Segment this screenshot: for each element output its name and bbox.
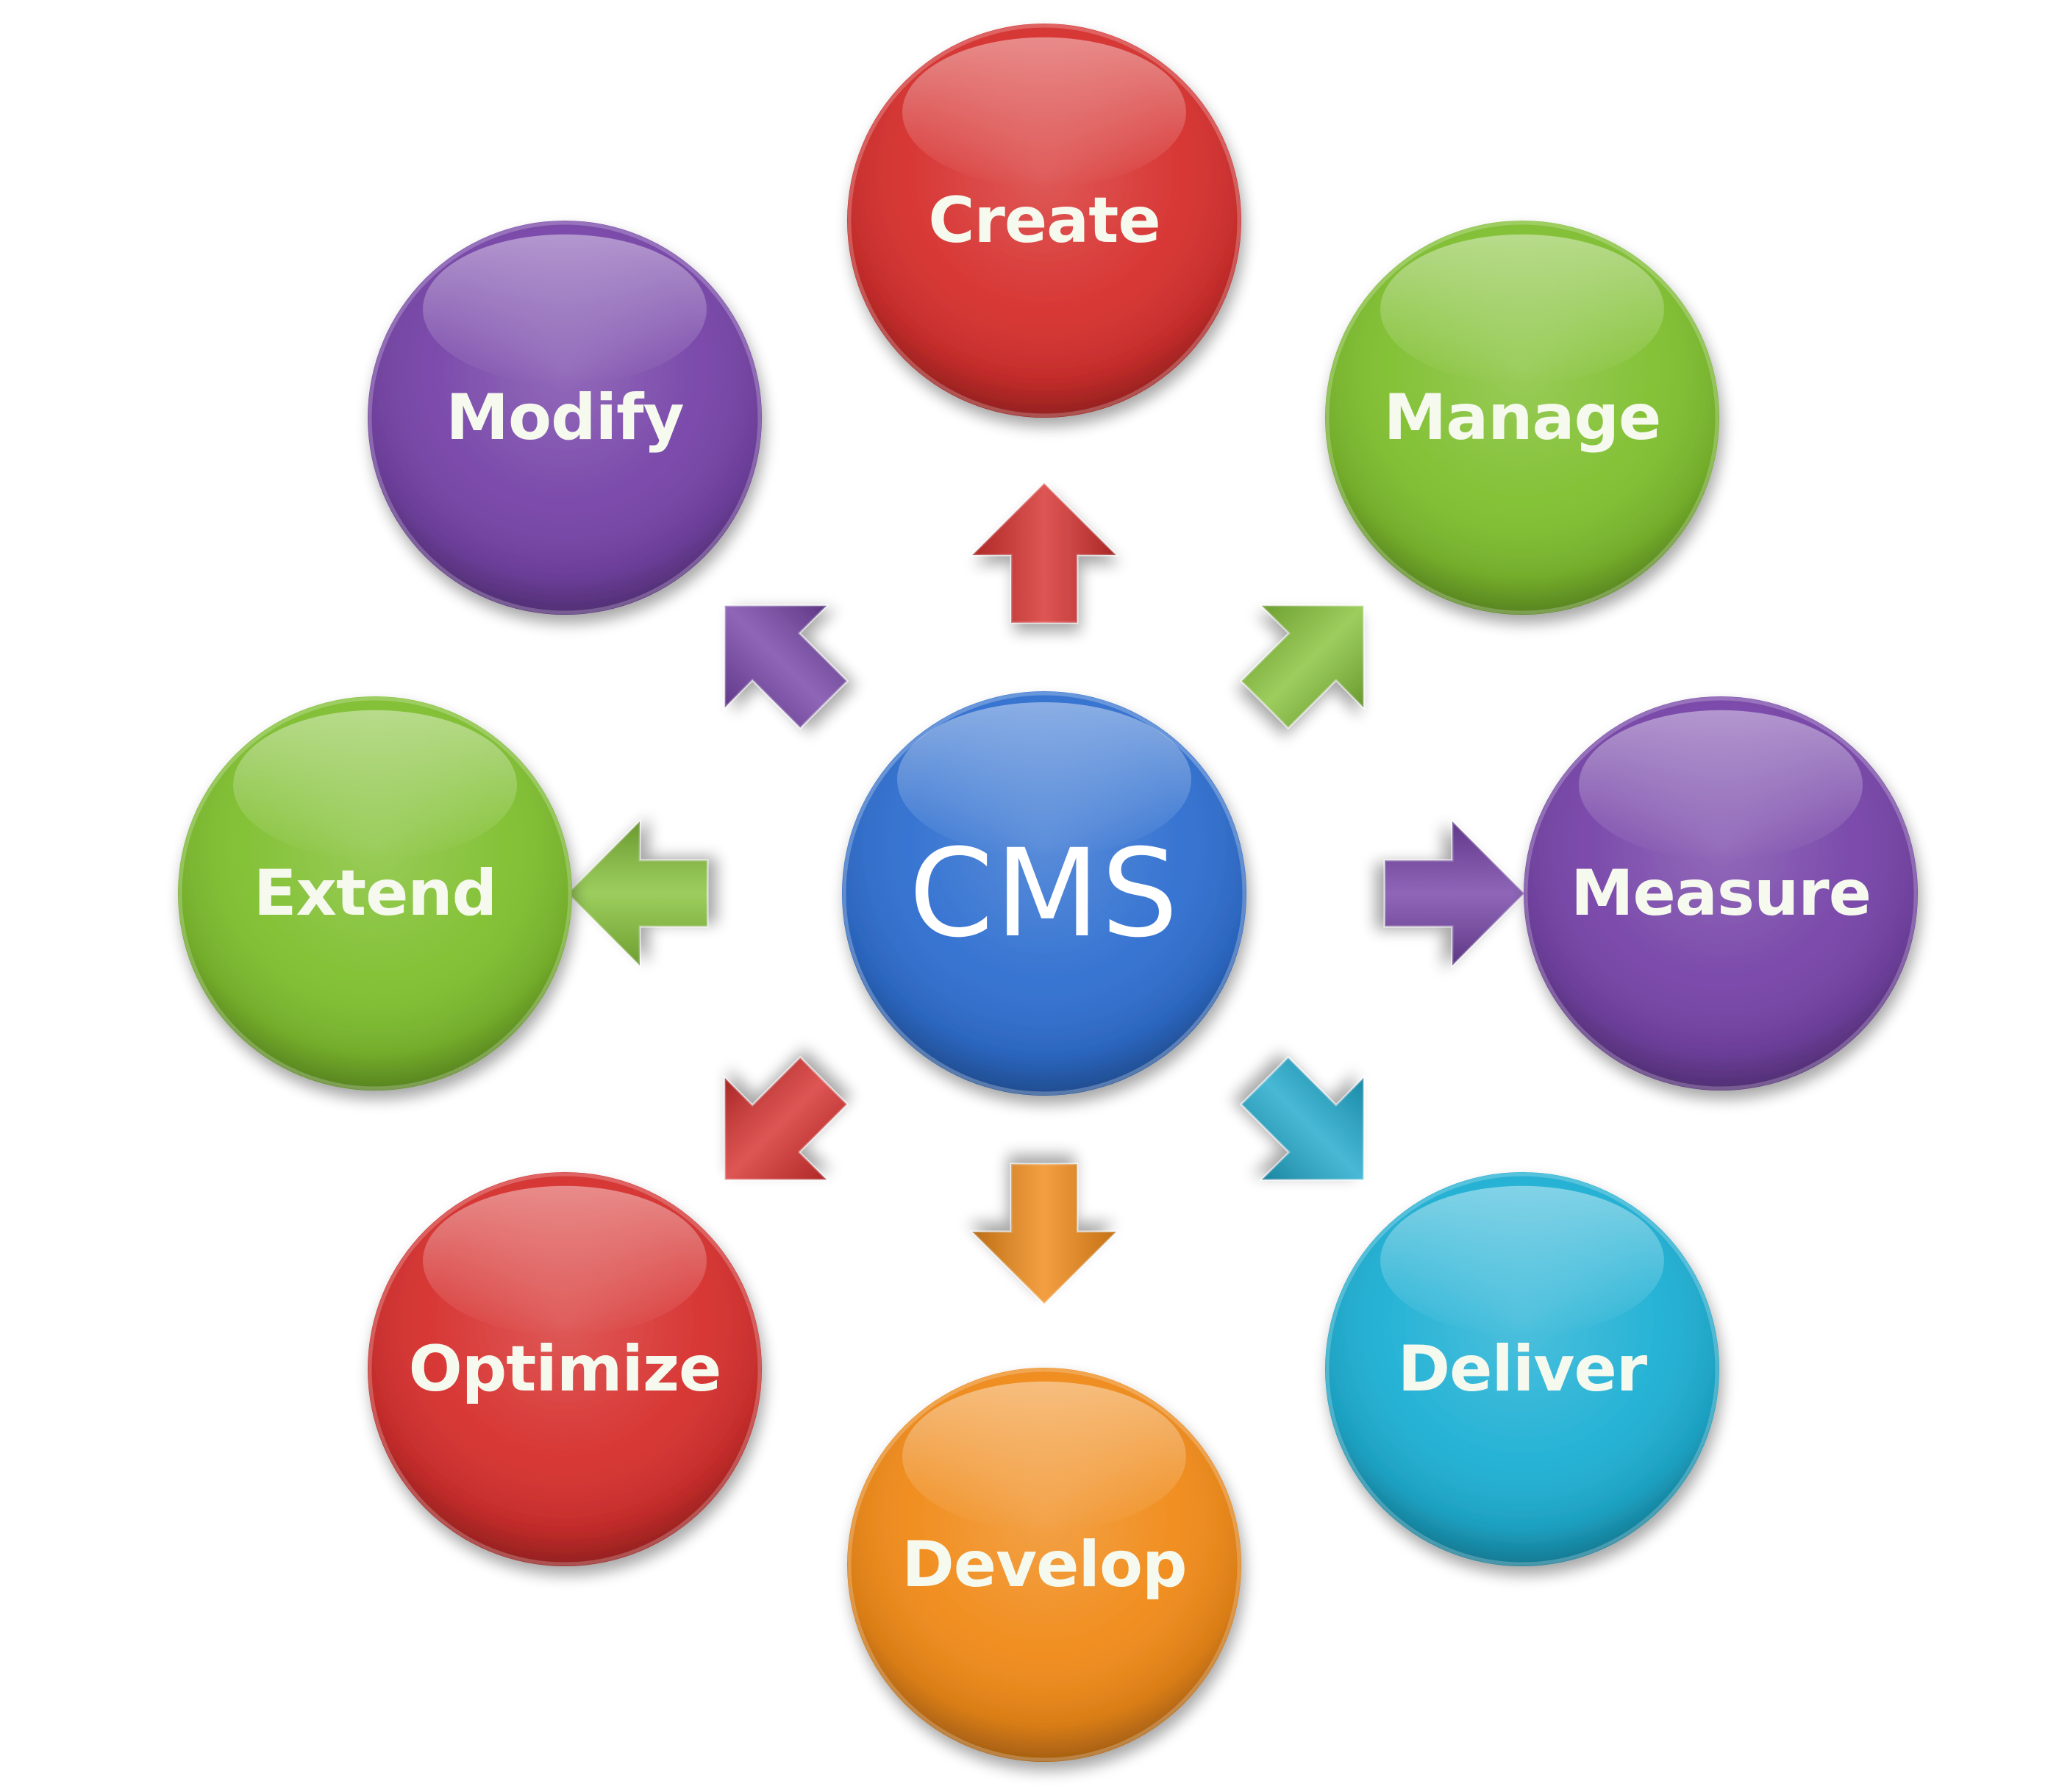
node-highlight	[423, 1185, 707, 1336]
center-hub: CMS	[842, 691, 1246, 1096]
arrows-layer	[565, 481, 1527, 1306]
arrow-bevel	[972, 483, 1116, 623]
node-rim	[368, 1172, 762, 1566]
arrow-to-manage	[1240, 604, 1365, 729]
node-rim	[178, 696, 572, 1090]
node-rim	[847, 1368, 1241, 1762]
node-rim	[847, 24, 1241, 418]
arrow-bevel	[1385, 821, 1524, 965]
node-label-optimize: Optimize	[409, 1332, 721, 1406]
node-rim	[368, 221, 762, 615]
node-rim	[1325, 221, 1719, 615]
arrow-to-extend	[565, 818, 709, 968]
node-deliver: Deliver	[1325, 1172, 1719, 1566]
node-highlight	[423, 234, 707, 385]
arrow-to-measure	[1383, 818, 1527, 968]
node-highlight	[1579, 710, 1863, 860]
node-modify: Modify	[368, 221, 762, 615]
node-highlight	[233, 710, 517, 860]
node-label-measure: Measure	[1571, 857, 1871, 930]
arrow-bevel	[568, 821, 707, 965]
node-highlight	[902, 1381, 1186, 1532]
node-label-deliver: Deliver	[1398, 1332, 1648, 1406]
arrow-to-deliver	[1240, 1056, 1365, 1181]
node-measure: Measure	[1524, 696, 1918, 1090]
node-highlight	[1380, 1185, 1664, 1336]
center-highlight	[897, 702, 1191, 857]
node-rim	[1524, 696, 1918, 1090]
node-optimize: Optimize	[368, 1172, 762, 1566]
node-develop: Develop	[847, 1368, 1241, 1762]
arrow-to-create	[969, 481, 1119, 624]
arrow-bevel	[972, 1164, 1116, 1304]
center-label: CMS	[909, 823, 1180, 964]
node-label-develop: Develop	[902, 1528, 1186, 1602]
node-highlight	[902, 37, 1186, 188]
node-manage: Manage	[1325, 221, 1719, 615]
arrow-bevel	[1241, 605, 1364, 728]
node-rim	[1325, 1172, 1719, 1566]
arrow-to-modify	[724, 604, 849, 729]
arrow-bevel	[1241, 1057, 1364, 1180]
node-create: Create	[847, 24, 1241, 418]
node-label-manage: Manage	[1384, 381, 1661, 454]
node-highlight	[1380, 234, 1664, 385]
node-label-extend: Extend	[254, 857, 496, 930]
arrow-to-develop	[969, 1163, 1119, 1306]
center-rim	[842, 691, 1246, 1096]
node-label-create: Create	[928, 184, 1160, 257]
arrow-to-optimize	[724, 1056, 849, 1181]
node-label-modify: Modify	[446, 381, 683, 454]
arrow-bevel	[724, 605, 847, 728]
node-extend: Extend	[178, 696, 572, 1090]
arrow-bevel	[724, 1057, 847, 1180]
